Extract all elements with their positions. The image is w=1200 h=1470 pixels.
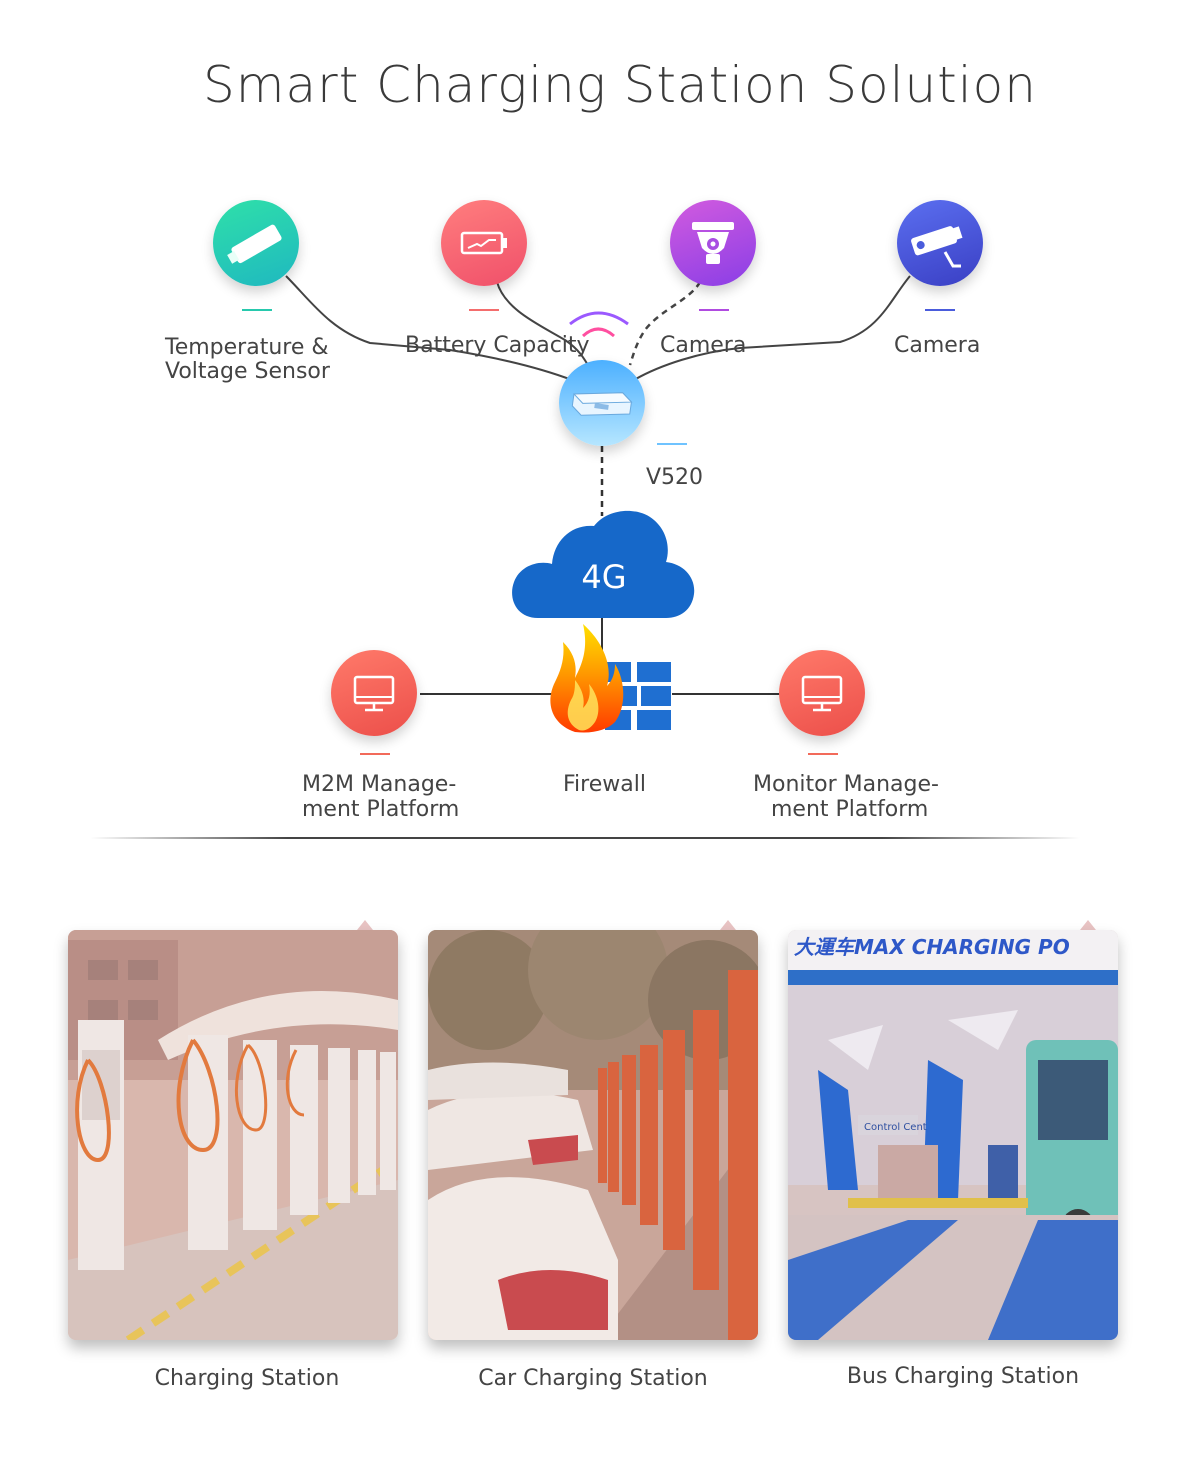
sensor-icon [227,224,282,264]
station-caption-2: Car Charging Station [478,1366,708,1391]
monitor-icon [801,675,843,712]
page-title: Smart Charging Station Solution [203,56,1037,114]
link-sensor-router [285,275,573,381]
battery-icon [460,231,507,255]
router-dash [657,443,687,445]
dome-camera-icon [692,222,734,264]
photo-corner-tab [720,920,736,930]
link-camera2-router [633,275,911,381]
photo-corner-tab [1080,920,1096,930]
station-caption-1: Charging Station [154,1366,340,1391]
charging-station-photo [68,930,398,1340]
dome-camera-label: Camera [660,333,747,358]
link-camera-router [628,281,702,366]
router-circle [559,360,645,446]
sensor-label-1: Temperature & [165,335,329,360]
router-icon [571,392,633,416]
bus-charging-station-photo: 大運车MAX CHARGING PO Control Cent [788,930,1118,1340]
bullet-camera-dash [925,309,955,311]
connection-lines [285,275,911,695]
bus-station-sign: 大運车MAX CHARGING PO [794,935,1070,959]
station-caption-3: Bus Charging Station [846,1364,1080,1389]
m2m-label-2: ment Platform [302,797,460,822]
cloud-4g: 4G [512,510,695,618]
firewall-label: Firewall [563,772,646,797]
sensor-label-2: Voltage Sensor [165,359,330,384]
battery-dash [469,309,499,311]
m2m-platform-circle [331,650,417,736]
monitor-platform-circle [779,650,865,736]
monitor-label-2: ment Platform [771,797,929,822]
dome-camera-dash [699,309,729,311]
wifi-arc-outer [569,311,629,326]
firewall-icon [550,624,671,733]
monitor-label-1: Monitor Manage- [753,772,939,797]
m2m-dash [360,753,390,755]
monitor-dash [808,753,838,755]
section-divider [90,837,1080,839]
bullet-camera-circle [897,200,983,286]
cloud-label: 4G [581,558,626,596]
wifi-arc-inner [581,327,615,338]
bullet-camera-label: Camera [894,333,981,358]
link-battery-router [496,281,593,373]
battery-label: Battery Capacity [405,333,590,358]
sensor-dash [242,309,272,311]
dome-camera-circle [670,200,756,286]
bus-station-wall-sign: Control Cent [864,1122,927,1133]
m2m-label-1: M2M Manage- [302,772,457,797]
router-label: V520 [646,465,704,490]
car-charging-station-photo [428,930,758,1340]
battery-circle [441,200,527,286]
photo-corner-tab [357,920,373,930]
bullet-camera-icon [911,226,963,268]
monitor-icon [353,675,395,712]
sensor-circle [213,200,299,286]
